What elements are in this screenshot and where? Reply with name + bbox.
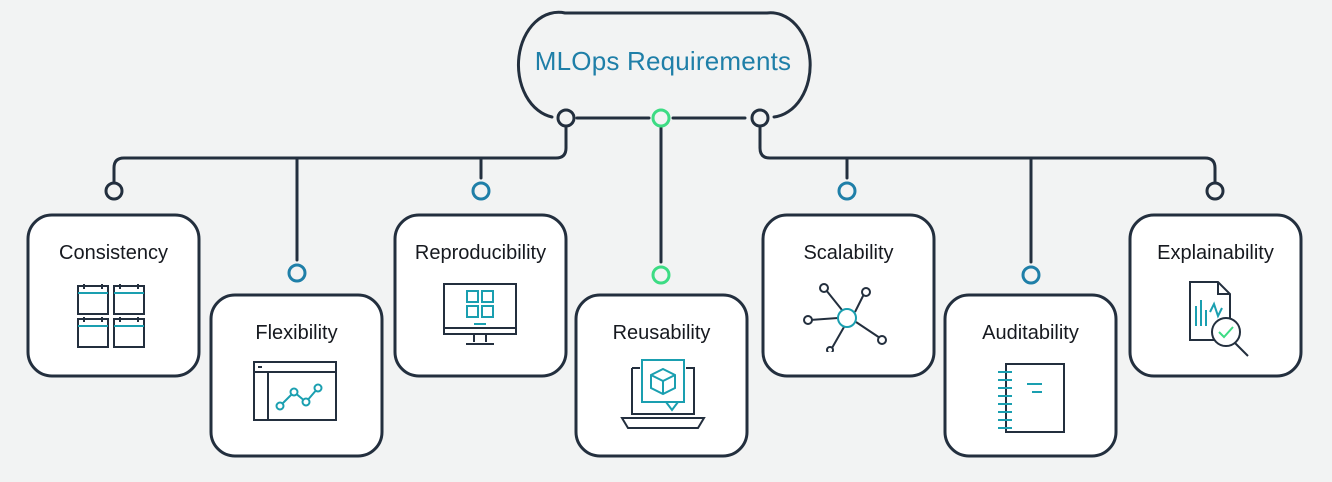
node-reproducibility: [471, 181, 491, 201]
card-reusability: [574, 293, 749, 458]
card-auditability: [943, 293, 1118, 458]
label-flexibility: Flexibility: [255, 322, 338, 344]
notebook-icon: [998, 363, 1065, 433]
network-hub-icon: [803, 283, 887, 352]
monitor-grid-icon: [443, 283, 517, 345]
label-consistency: Consistency: [59, 242, 168, 264]
node-auditability: [1021, 265, 1041, 285]
connector-consistency: [112, 126, 568, 183]
node-scalability: [837, 181, 857, 201]
window-graph-icon: [253, 361, 337, 421]
report-magnifier-icon: [1189, 281, 1249, 357]
node-reusability: [651, 265, 671, 285]
label-explainability: Explainability: [1157, 242, 1274, 264]
title-pill: [517, 10, 812, 119]
diagram-title: MLOps Requirements: [534, 46, 792, 76]
hub-node-center: [651, 108, 671, 128]
card-explainability: [1128, 213, 1303, 378]
card-reproducibility: [393, 213, 568, 378]
card-scalability: [761, 213, 936, 378]
node-consistency: [104, 181, 124, 201]
node-flexibility: [287, 263, 307, 283]
calendar-grid-icon: [77, 284, 145, 348]
laptop-cube-icon: [620, 359, 706, 429]
node-explainability: [1205, 181, 1225, 201]
hub-node-right: [750, 108, 770, 128]
connector-explainability: [758, 126, 1217, 183]
label-scalability: Scalability: [803, 242, 894, 264]
label-auditability: Auditability: [982, 322, 1079, 344]
label-reproducibility: Reproducibility: [414, 242, 547, 264]
hub-node-left: [556, 108, 576, 128]
label-reusability: Reusability: [612, 322, 711, 344]
